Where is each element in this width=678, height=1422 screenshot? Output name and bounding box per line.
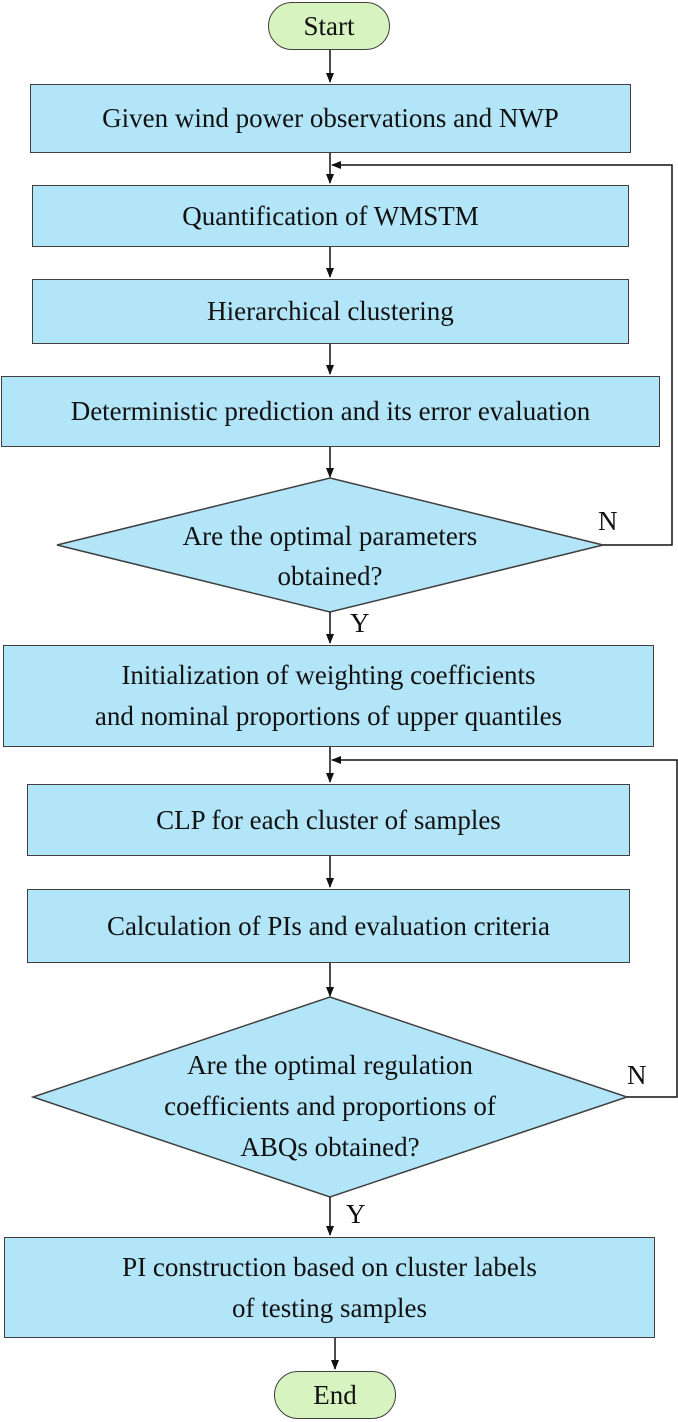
decision-regulation-text: Are the optimal regulation coefficients … [103, 1045, 557, 1168]
no-label-parameters: N [598, 506, 618, 536]
no-label-regulation: N [627, 1060, 647, 1090]
step-clustering-label: Hierarchical clustering [207, 296, 454, 326]
step-initialization: Initialization of weighting coefficients… [3, 645, 654, 747]
step-deterministic-prediction: Deterministic prediction and its error e… [1, 376, 660, 447]
step-hierarchical-clustering: Hierarchical clustering [32, 279, 629, 344]
step-initialization-line2: and nominal proportions of upper quantil… [94, 701, 563, 731]
step-pi-construction: PI construction based on cluster labels … [4, 1237, 655, 1338]
step-given-label: Given wind power observations and NWP [102, 103, 559, 133]
yes-label-regulation: Y [346, 1199, 366, 1229]
decision-parameters-line2: obtained? [277, 561, 383, 591]
step-given-observations: Given wind power observations and NWP [30, 84, 631, 153]
yes-label-parameters: Y [350, 608, 370, 638]
loop-back-no-regulation [331, 756, 678, 1098]
step-calculation: Calculation of PIs and evaluation criter… [27, 889, 630, 963]
decision-regulation-line2: coefficients and proportions of [164, 1091, 496, 1121]
decision-regulation-line3: ABQs obtained? [240, 1132, 420, 1162]
end-terminal: End [274, 1371, 396, 1419]
step-calculation-label: Calculation of PIs and evaluation criter… [106, 910, 551, 941]
decision-regulation-line1: Are the optimal regulation [187, 1050, 473, 1080]
decision-parameters-text: Are the optimal parameters obtained? [107, 516, 553, 596]
step-clp-label: CLP for each cluster of samples [156, 804, 501, 835]
step-pi-line2: of testing samples [232, 1292, 427, 1323]
step-quantification: Quantification of WMSTM [32, 185, 629, 247]
step-quantification-label: Quantification of WMSTM [182, 200, 479, 231]
decision-parameters-line1: Are the optimal parameters [182, 521, 478, 551]
start-label: Start [303, 10, 355, 41]
step-pi-line1: PI construction based on cluster labels [122, 1251, 537, 1282]
step-clp: CLP for each cluster of samples [27, 784, 630, 856]
end-label: End [313, 1379, 357, 1410]
step-deterministic-label: Deterministic prediction and its error e… [70, 396, 591, 426]
loop-back-no-parameters [331, 161, 673, 546]
start-terminal: Start [268, 2, 390, 50]
step-initialization-line1: Initialization of weighting coefficients [121, 660, 536, 690]
